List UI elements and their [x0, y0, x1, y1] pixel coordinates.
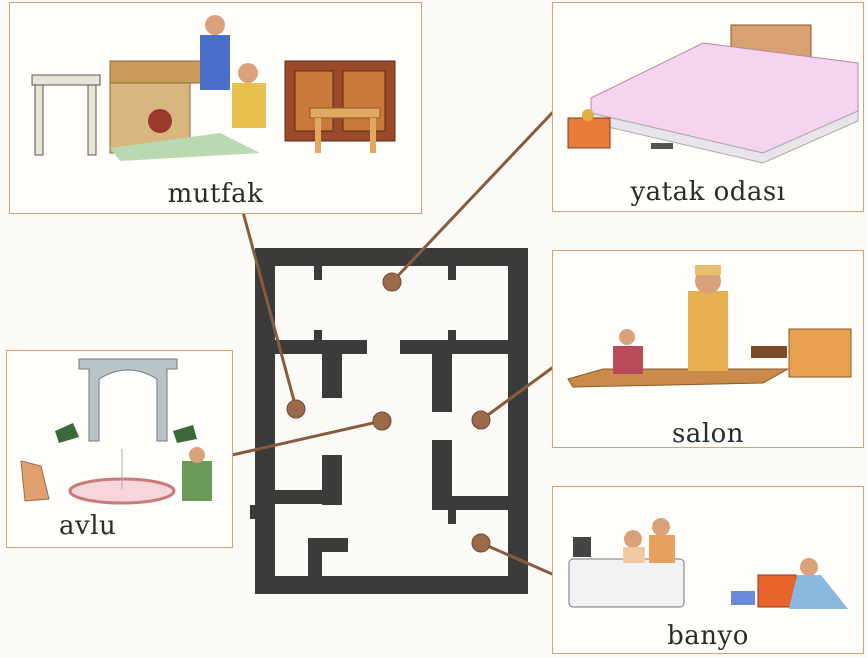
bedroom-label: yatak odası [630, 177, 786, 207]
floor-plan-walls [250, 248, 528, 594]
bathroom-label: banyo [667, 621, 749, 651]
living-room-panel: salon [552, 250, 864, 449]
courtyard-illustration [20, 358, 212, 505]
living-room-illustration [567, 265, 852, 388]
bathroom-illustration [568, 518, 848, 609]
bedroom-panel: yatak odası [552, 2, 864, 212]
kitchen-panel: mutfak [9, 2, 422, 214]
bedroom-illustration [567, 24, 859, 164]
living-room-label: salon [671, 419, 745, 449]
bathroom-panel: banyo [552, 486, 864, 654]
kitchen-label: mutfak [167, 179, 264, 209]
kitchen-illustration [31, 15, 396, 161]
courtyard-label: avlu [59, 511, 117, 541]
courtyard-panel: avlu [6, 350, 233, 548]
